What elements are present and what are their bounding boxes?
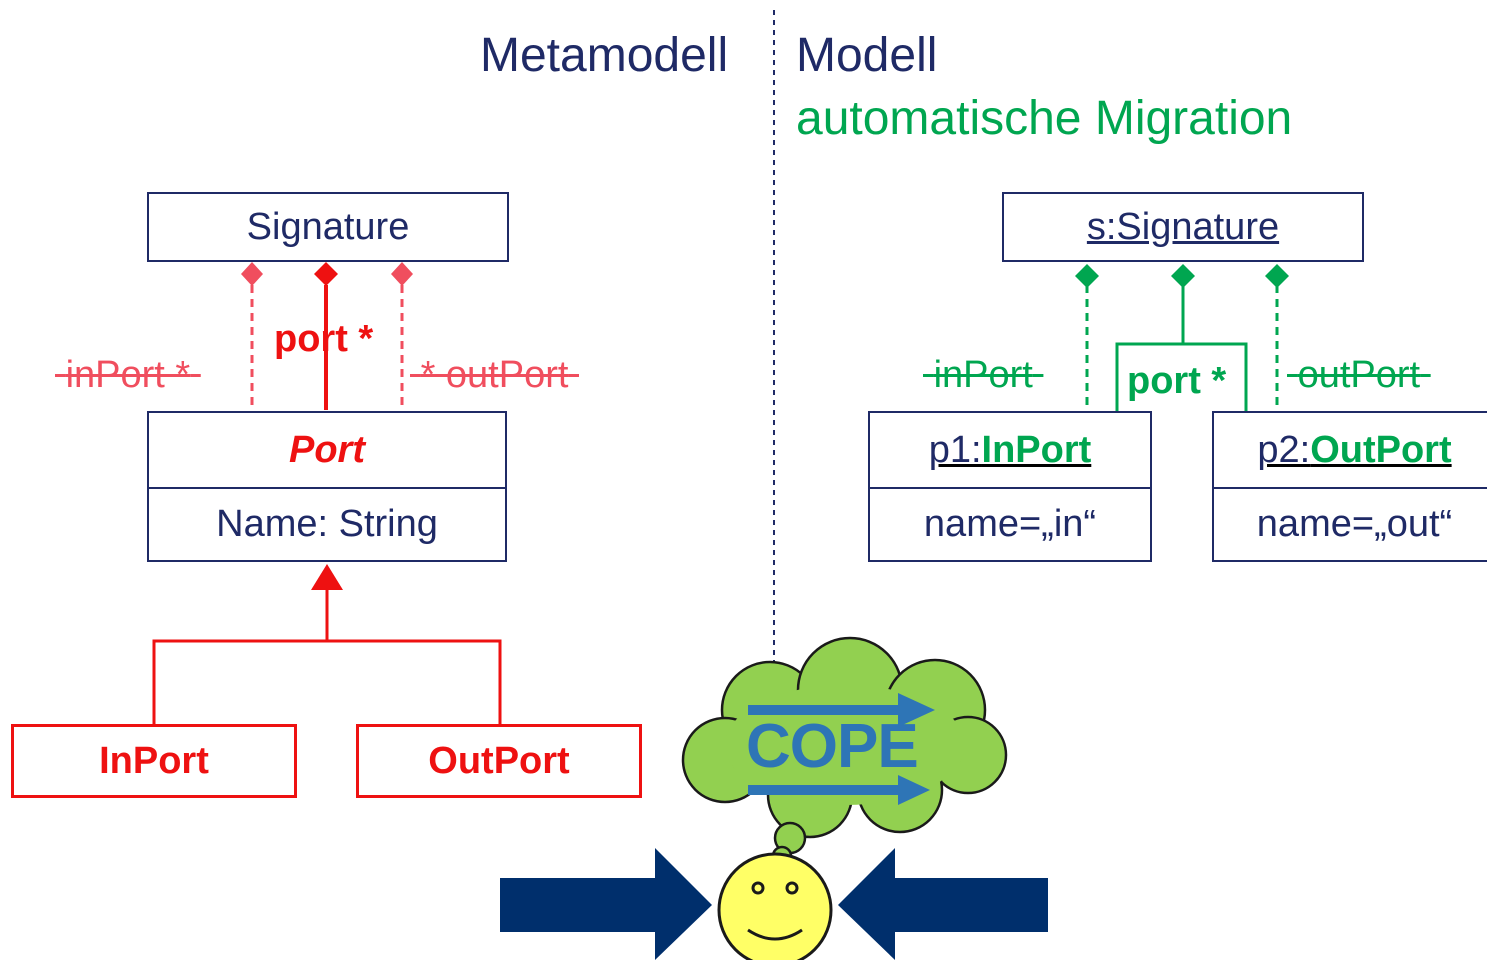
- cope-logo-arrow: [748, 693, 935, 805]
- port-ref-label: port *: [274, 318, 374, 360]
- inheritance-branch: [152, 639, 502, 724]
- p1-divider: [870, 487, 1150, 489]
- m-inport-diamond: [1075, 264, 1099, 288]
- m-inport-ref-label: inPort: [933, 354, 1033, 396]
- smiley-face: [717, 852, 833, 960]
- p2-object-name: p2:OutPort: [1257, 428, 1452, 471]
- metamodel-heading: Metamodell: [480, 29, 729, 82]
- cope-logo: COPE: [746, 712, 919, 781]
- m-outport-diamond: [1265, 264, 1289, 288]
- outport-ref-label: * outPort: [420, 354, 569, 396]
- signature-class-name: Signature: [246, 205, 410, 248]
- m-port-ref-label: port *: [1127, 360, 1227, 402]
- inheritance-triangle: [311, 564, 343, 590]
- outport-class-name: OutPort: [428, 739, 570, 782]
- port-class-divider: [149, 487, 505, 489]
- p2-divider: [1214, 487, 1487, 489]
- p2-attribute: name=„out“: [1256, 503, 1453, 545]
- m-port-diamond: [1171, 264, 1195, 288]
- inport-ref-label: inPort *: [65, 354, 191, 396]
- p1-object: p1:InPort name=„in“: [868, 411, 1152, 562]
- port-diamond: [314, 262, 338, 286]
- s-signature-name: s:Signature: [1086, 205, 1280, 248]
- outport-class: OutPort: [356, 724, 642, 798]
- outport-diamond: [391, 262, 413, 286]
- inport-class: InPort: [11, 724, 297, 798]
- p1-object-name: p1:InPort: [928, 428, 1092, 471]
- m-port-branch: [1115, 342, 1248, 412]
- p1-attribute: name=„in“: [923, 503, 1097, 545]
- s-signature-object: s:Signature: [1002, 192, 1364, 262]
- m-outport-ref-label: outPort: [1297, 354, 1421, 396]
- port-class-name: Port: [289, 428, 365, 471]
- port-class-attribute: Name: String: [216, 503, 438, 545]
- migration-heading: automatische Migration: [796, 92, 1293, 145]
- right-arrow: [838, 848, 1048, 960]
- port-class: Port Name: String: [147, 411, 507, 562]
- p2-object: p2:OutPort name=„out“: [1212, 411, 1487, 562]
- left-arrow: [500, 848, 712, 960]
- inport-diamond: [241, 262, 263, 286]
- model-heading: Modell: [796, 29, 938, 82]
- inport-class-name: InPort: [99, 739, 209, 782]
- signature-class: Signature: [147, 192, 509, 262]
